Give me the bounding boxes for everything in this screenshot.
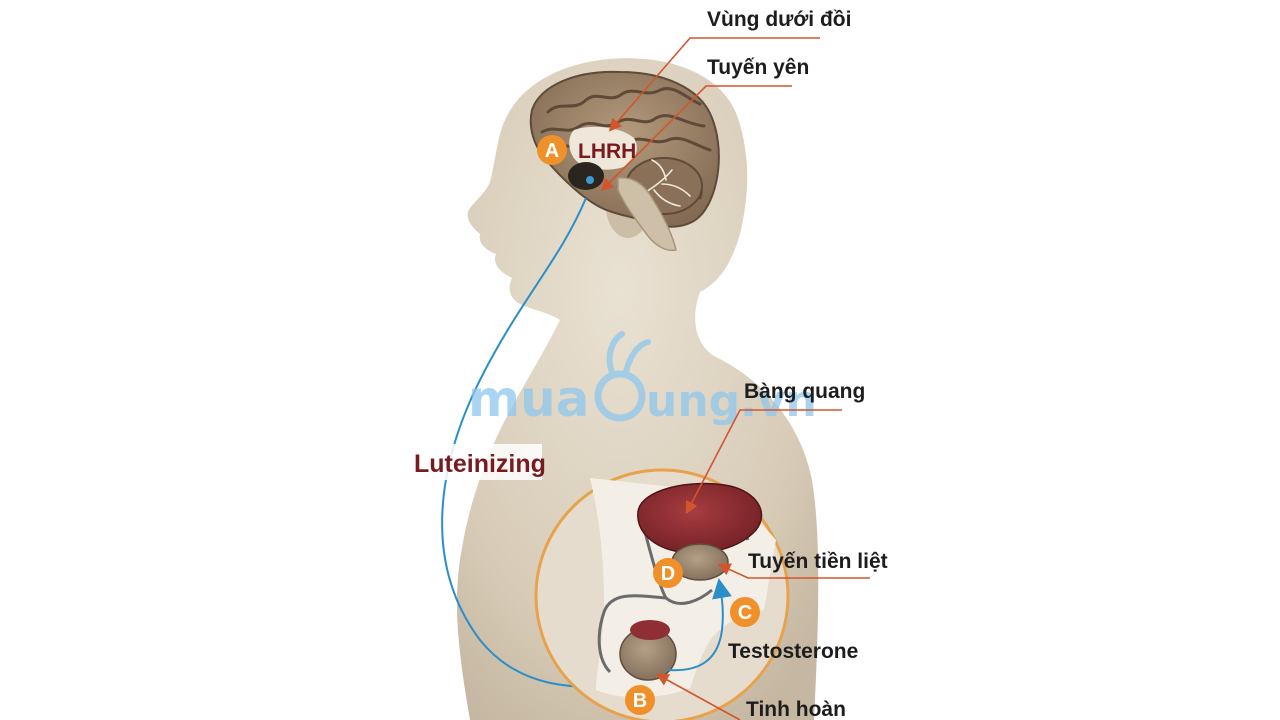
- pituitary-spot: [586, 176, 594, 184]
- bottom-leader-lines: [655, 409, 870, 720]
- brainstem: [617, 176, 677, 252]
- luteinizing-pathway-arrow: [441, 197, 632, 696]
- svg-text:mua: mua: [468, 370, 589, 428]
- badge-d: D: [653, 558, 683, 588]
- badge-a: A: [537, 135, 567, 165]
- testosterone-pathway-arrow: [667, 578, 732, 672]
- svg-text:ung.vn: ung.vn: [646, 376, 817, 427]
- label-pituitary: Tuyến yên: [707, 56, 809, 79]
- label-bladder: Bàng quang: [744, 380, 865, 403]
- hypothalamus-region: [568, 162, 604, 190]
- label-testosterone: Testosterone: [728, 640, 858, 663]
- label-prostate: Tuyến tiền liệt: [748, 550, 888, 573]
- svg-text:A: A: [545, 140, 559, 162]
- luteinizing-label-bg: [406, 444, 542, 480]
- watermark-logo: mua ung.vn: [468, 331, 817, 428]
- inner-brain-region: [569, 126, 637, 170]
- svg-text:D: D: [661, 563, 675, 585]
- label-hypothalamus: Vùng dưới đồi: [707, 8, 851, 31]
- top-leader-lines: [600, 37, 820, 192]
- svg-text:B: B: [633, 690, 647, 712]
- bladder: [637, 482, 763, 554]
- label-testis: Tinh hoàn: [746, 698, 846, 720]
- badge-c: C: [730, 597, 760, 627]
- label-lhrh: LHRH: [578, 140, 636, 163]
- epididymis: [630, 620, 670, 640]
- badge-b: B: [625, 685, 655, 715]
- svg-text:C: C: [738, 602, 752, 624]
- label-luteinizing: Luteinizing: [414, 450, 546, 478]
